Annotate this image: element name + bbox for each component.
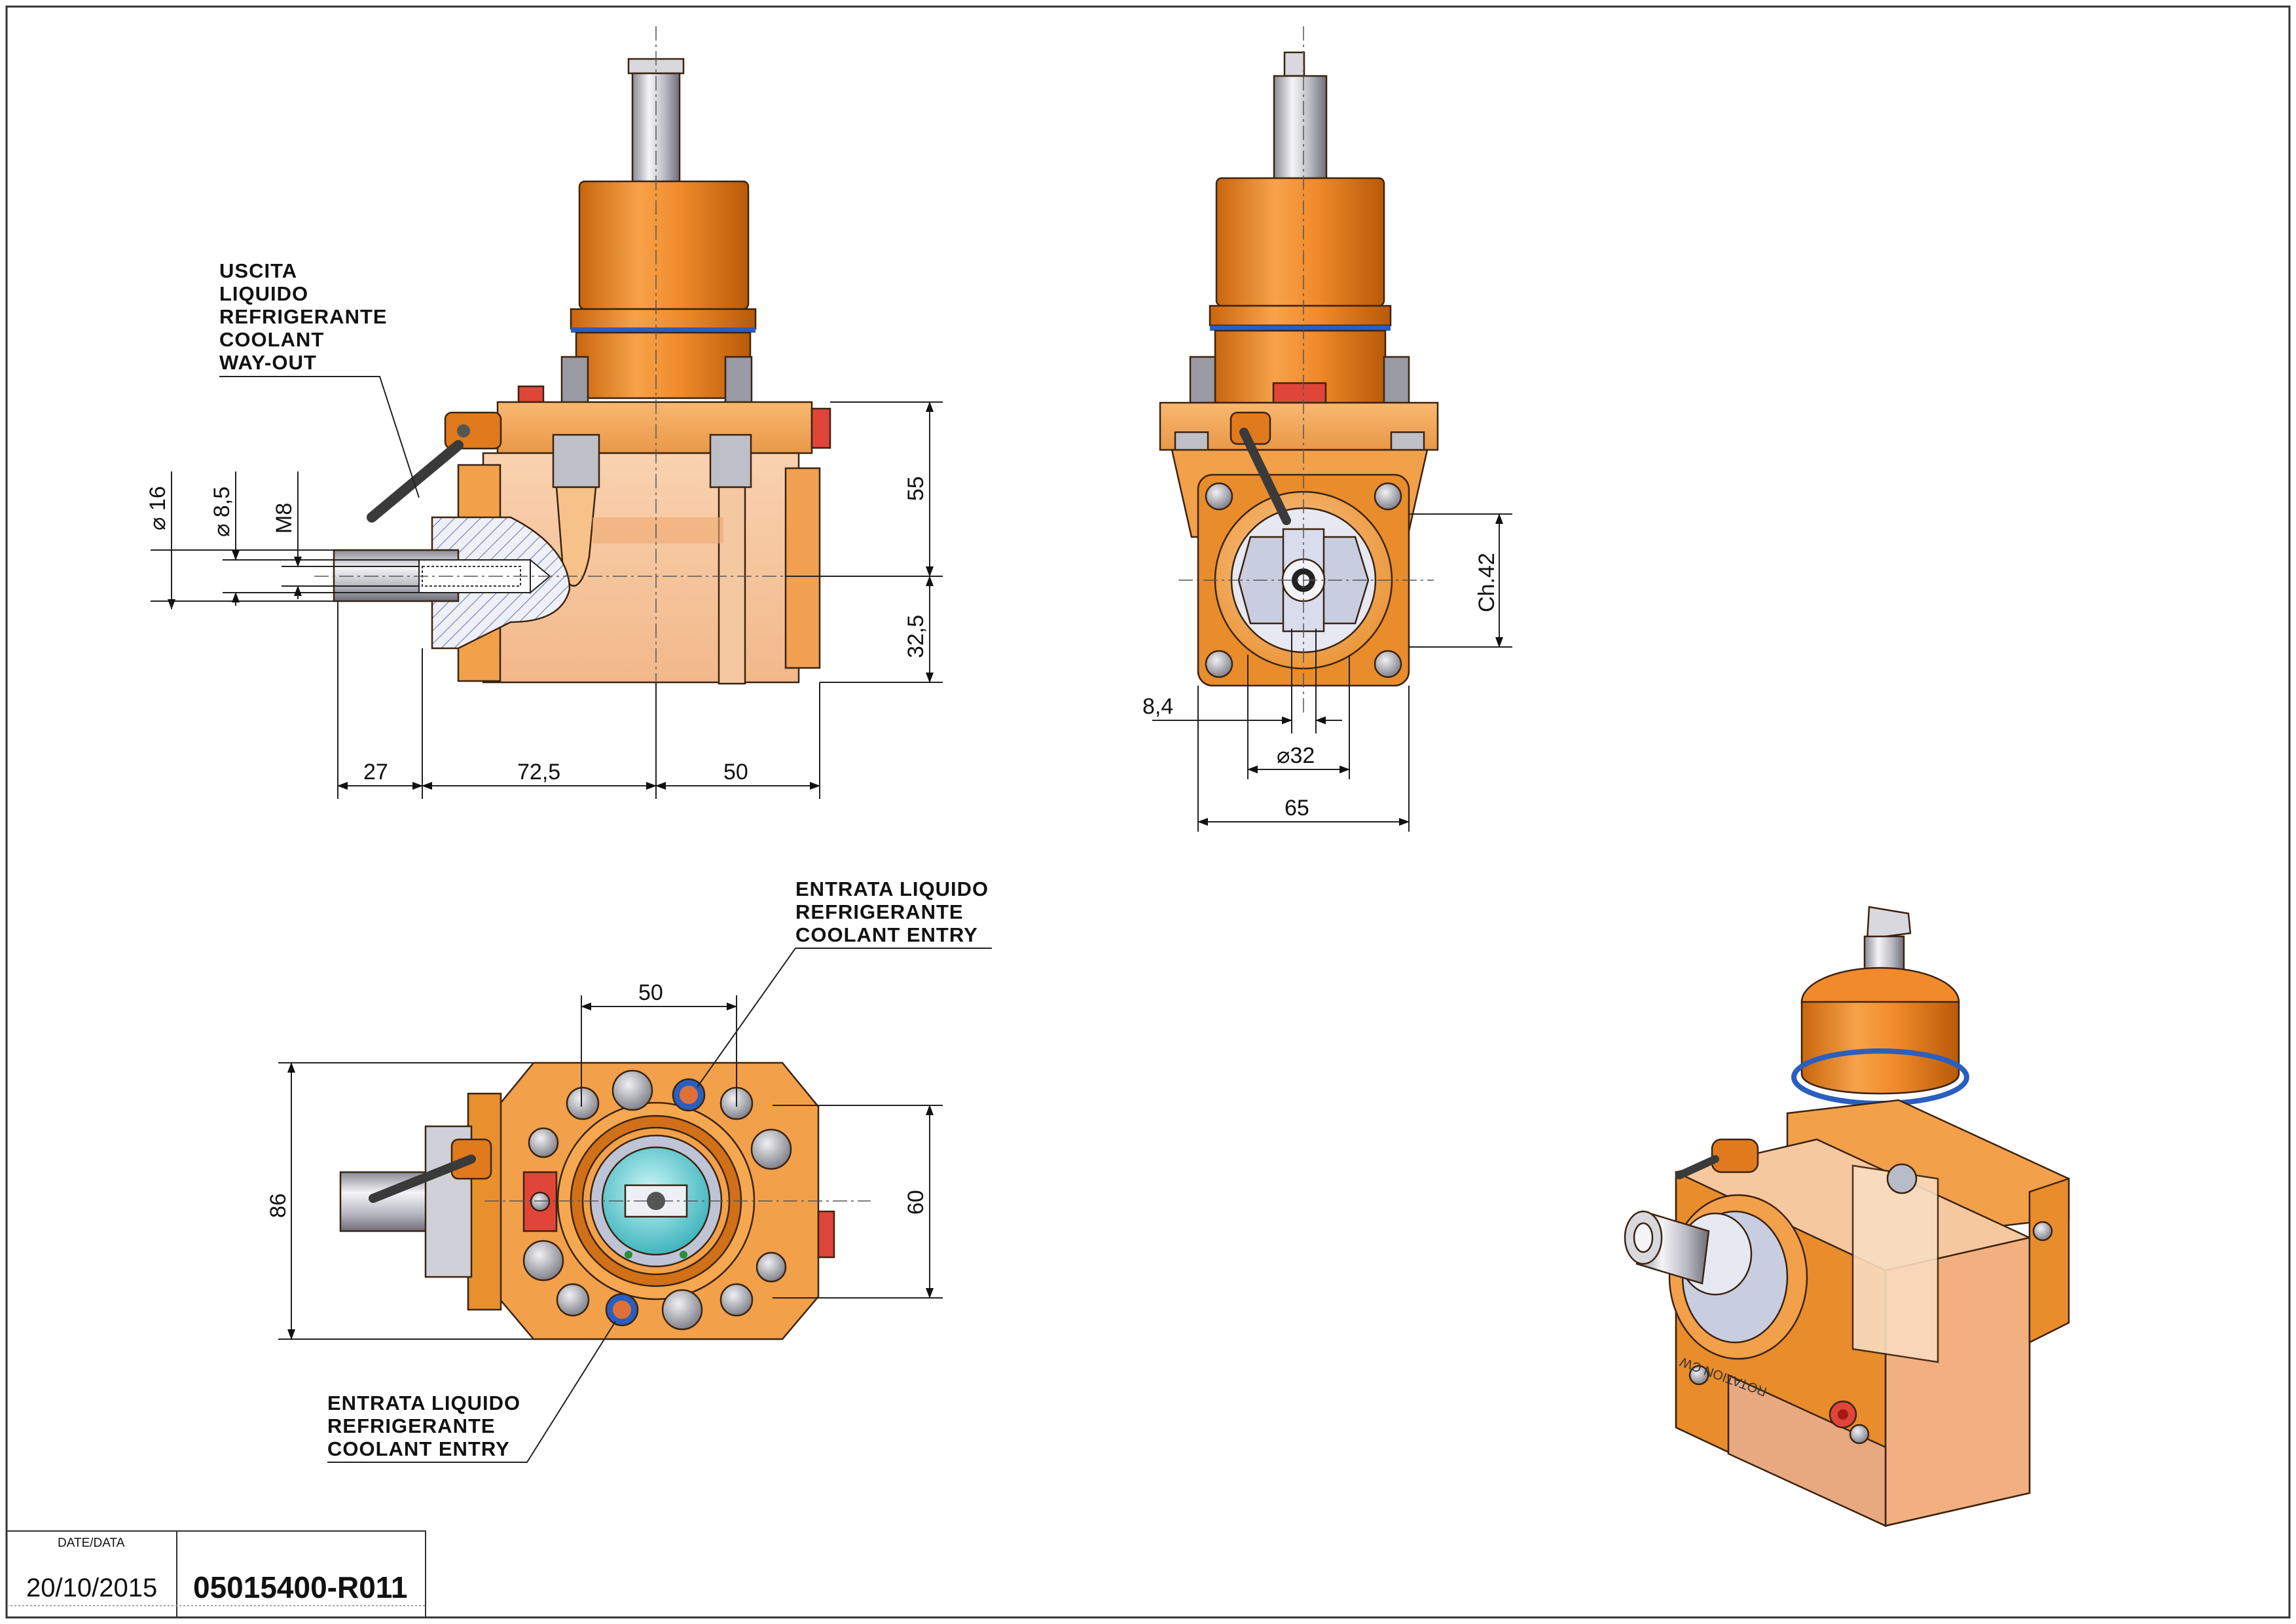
coolant-entry-label-bottom: ENTRATA LIQUIDO REFRIGERANTE COOLANT ENT… xyxy=(327,1321,616,1463)
svg-text:WAY-OUT: WAY-OUT xyxy=(219,351,317,374)
dim-60: 60 xyxy=(903,1190,928,1215)
dim-m8: M8 xyxy=(272,503,297,534)
sheet-border xyxy=(5,5,2291,1619)
dim-d32: ⌀32 xyxy=(1277,743,1315,768)
date-value: 20/10/2015 xyxy=(26,1574,157,1602)
svg-text:COOLANT: COOLANT xyxy=(219,328,324,351)
svg-text:COOLANT ENTRY: COOLANT ENTRY xyxy=(795,923,978,946)
side-view: ⌀ 16 ⌀ 8,5 M8 55 32,5 27 72,5 50 USCITA … xyxy=(145,26,943,799)
svg-text:COOLANT ENTRY: COOLANT ENTRY xyxy=(327,1437,510,1460)
dim-27: 27 xyxy=(363,760,388,784)
title-block: DATE/DATA 20/10/2015 05015400-R011 xyxy=(6,1530,426,1618)
drawing-code: 05015400-R011 xyxy=(193,1570,407,1604)
svg-text:LIQUIDO: LIQUIDO xyxy=(219,282,308,305)
date-label: DATE/DATA xyxy=(58,1536,125,1550)
dim-65: 65 xyxy=(1285,796,1309,821)
svg-text:USCITA: USCITA xyxy=(219,259,297,282)
isometric-view: ROTATION CW xyxy=(1624,906,2070,1527)
dim-72-5: 72,5 xyxy=(517,760,560,784)
svg-text:ENTRATA LIQUIDO: ENTRATA LIQUIDO xyxy=(795,877,989,900)
svg-text:ENTRATA LIQUIDO: ENTRATA LIQUIDO xyxy=(327,1392,520,1414)
top-view: 50 86 60 ENTRATA LIQUIDO REFRIGERANTE CO… xyxy=(266,877,992,1463)
front-view: Ch.42 8,4 ⌀32 65 xyxy=(1142,26,1512,832)
dim-55: 55 xyxy=(903,476,928,501)
dim-50-top: 50 xyxy=(638,980,663,1005)
svg-text:REFRIGERANTE: REFRIGERANTE xyxy=(327,1414,496,1437)
dim-32-5: 32,5 xyxy=(903,615,928,658)
dim-ch42: Ch.42 xyxy=(1474,553,1499,612)
dim-d16: ⌀ 16 xyxy=(145,486,170,530)
dim-8-4: 8,4 xyxy=(1142,694,1173,719)
coolant-entry-label-top: ENTRATA LIQUIDO REFRIGERANTE COOLANT ENT… xyxy=(697,877,992,1088)
svg-text:REFRIGERANTE: REFRIGERANTE xyxy=(795,900,964,923)
svg-text:REFRIGERANTE: REFRIGERANTE xyxy=(219,305,388,328)
dim-50-side: 50 xyxy=(723,760,748,784)
dim-d8-5: ⌀ 8,5 xyxy=(210,487,234,537)
coolant-way-out-label: USCITA LIQUIDO REFRIGERANTE COOLANT WAY-… xyxy=(219,259,420,498)
dim-86: 86 xyxy=(266,1193,291,1218)
